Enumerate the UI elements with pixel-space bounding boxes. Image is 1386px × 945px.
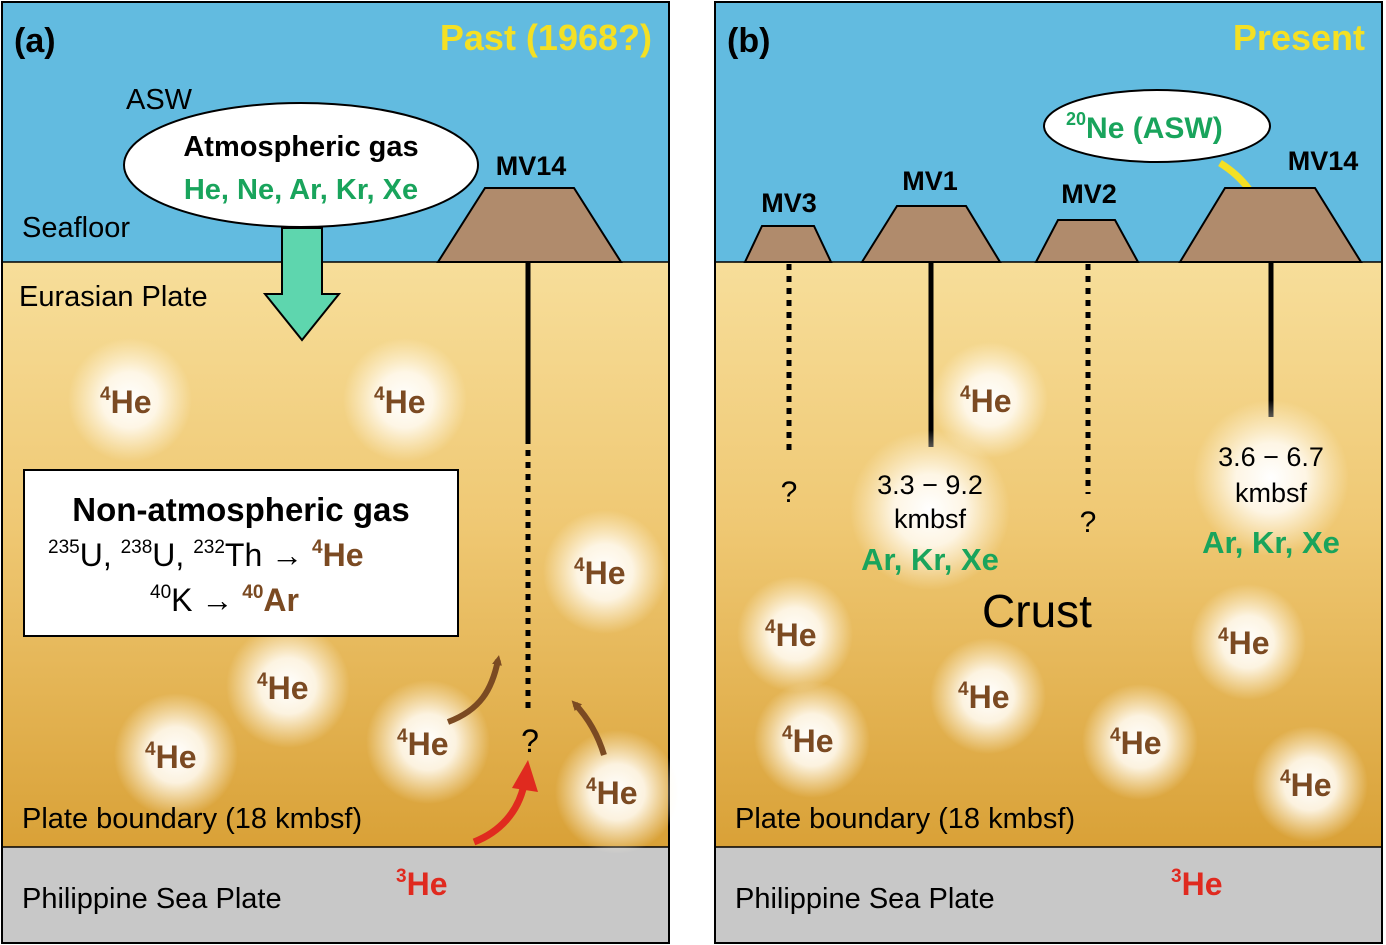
he4-label: 4He [1110,725,1161,761]
he4-label: 4He [574,555,625,591]
panel-a-border [1,1,670,944]
unknown-depth-mark-mv2: ? [1080,506,1097,539]
eurasian-plate-label: Eurasian Plate [19,281,208,313]
he4-migration-arrow [571,700,607,756]
seafloor-label: Seafloor [22,212,130,244]
unknown-depth-mark-a: ? [521,723,539,759]
crust-label: Crust [982,585,1092,637]
atmospheric-input-arrow [262,227,342,342]
he4-label: 4He [1280,767,1331,803]
radiogenic-argon-reaction: 40K → 40Ar [150,582,299,618]
he3-label-a: 3He [396,866,447,902]
mv1-label: MV1 [902,166,958,196]
mv14-volcano-a [436,187,623,263]
he4-label: 4He [397,726,448,762]
mv2-label: MV2 [1061,179,1117,209]
asw-label: ASW [126,84,193,116]
mv14-gases: Ar, Kr, Xe [1202,525,1340,560]
panel-a-era: Past (1968?) [440,17,652,58]
panel-b-label: (b) [727,22,770,60]
he4-label: 4He [100,384,151,420]
he4-glows-b [737,342,1368,842]
philippine-plate-label-b: Philippine Sea Plate [735,883,995,915]
ne-asw-bubble [1043,89,1271,163]
radiogenic-helium-reaction: 235U, 238U, 232Th → 4He [48,537,364,573]
he4-label: 4He [765,617,816,653]
non-atmospheric-box [23,469,459,637]
panel-b: (b) Present 20Ne (ASW) MV3 MV1 MV2 MV14 [714,1,1383,944]
panel-a-label: (a) [14,22,56,60]
plate-boundary-label-b: Plate boundary (18 kmbsf) [735,803,1075,835]
philippine-plate-label-a: Philippine Sea Plate [22,883,282,915]
ne-asw-label: 20Ne (ASW) [1066,109,1223,145]
mv14-label-b: MV14 [1288,146,1359,176]
mv1-depth-range: 3.3 − 9.2 [877,470,983,500]
he4-label: 4He [257,670,308,706]
unknown-depth-mark-mv3: ? [781,476,798,509]
mv14-label-a: MV14 [496,151,567,181]
mv1-gases: Ar, Kr, Xe [861,542,999,577]
panel-a: (a) Past (1968?) ASW Seafloor Atmospheri… [1,1,679,944]
he3-label-b: 3He [1171,866,1222,902]
he4-glows-a [68,338,679,854]
non-atmospheric-title: Non-atmospheric gas [72,491,409,528]
mv2-volcano [1034,219,1140,263]
mv14-depth-unit: kmbsf [1235,478,1308,508]
atmospheric-gas-list: He, Ne, Ar, Kr, Xe [184,174,418,206]
mv1-depth-unit: kmbsf [894,504,967,534]
panel-b-era: Present [1233,17,1365,58]
mv3-volcano [743,225,833,263]
he4-label: 4He [958,679,1009,715]
panel-b-basement [715,847,1382,943]
mv1-volcano [860,205,1002,263]
panel-a-basement [2,847,669,943]
mv3-label: MV3 [761,188,817,218]
he3-mantle-arrow [472,784,528,846]
he4-label: 4He [1218,625,1269,661]
he4-label: 4He [960,383,1011,419]
he4-migration-arrow [446,655,502,725]
he4-label: 4He [586,775,637,811]
atmospheric-gas-bubble [123,102,479,228]
panel-b-border [714,1,1383,944]
he4-label: 4He [782,723,833,759]
mv14-depth-range: 3.6 − 6.7 [1218,442,1324,472]
he4-label: 4He [374,384,425,420]
mv14-volcano-b [1178,187,1363,263]
he3-mantle-arrow-head [512,760,538,792]
he4-label: 4He [145,739,196,775]
plate-boundary-label-a: Plate boundary (18 kmbsf) [22,803,362,835]
atmospheric-gas-title: Atmospheric gas [183,131,418,163]
